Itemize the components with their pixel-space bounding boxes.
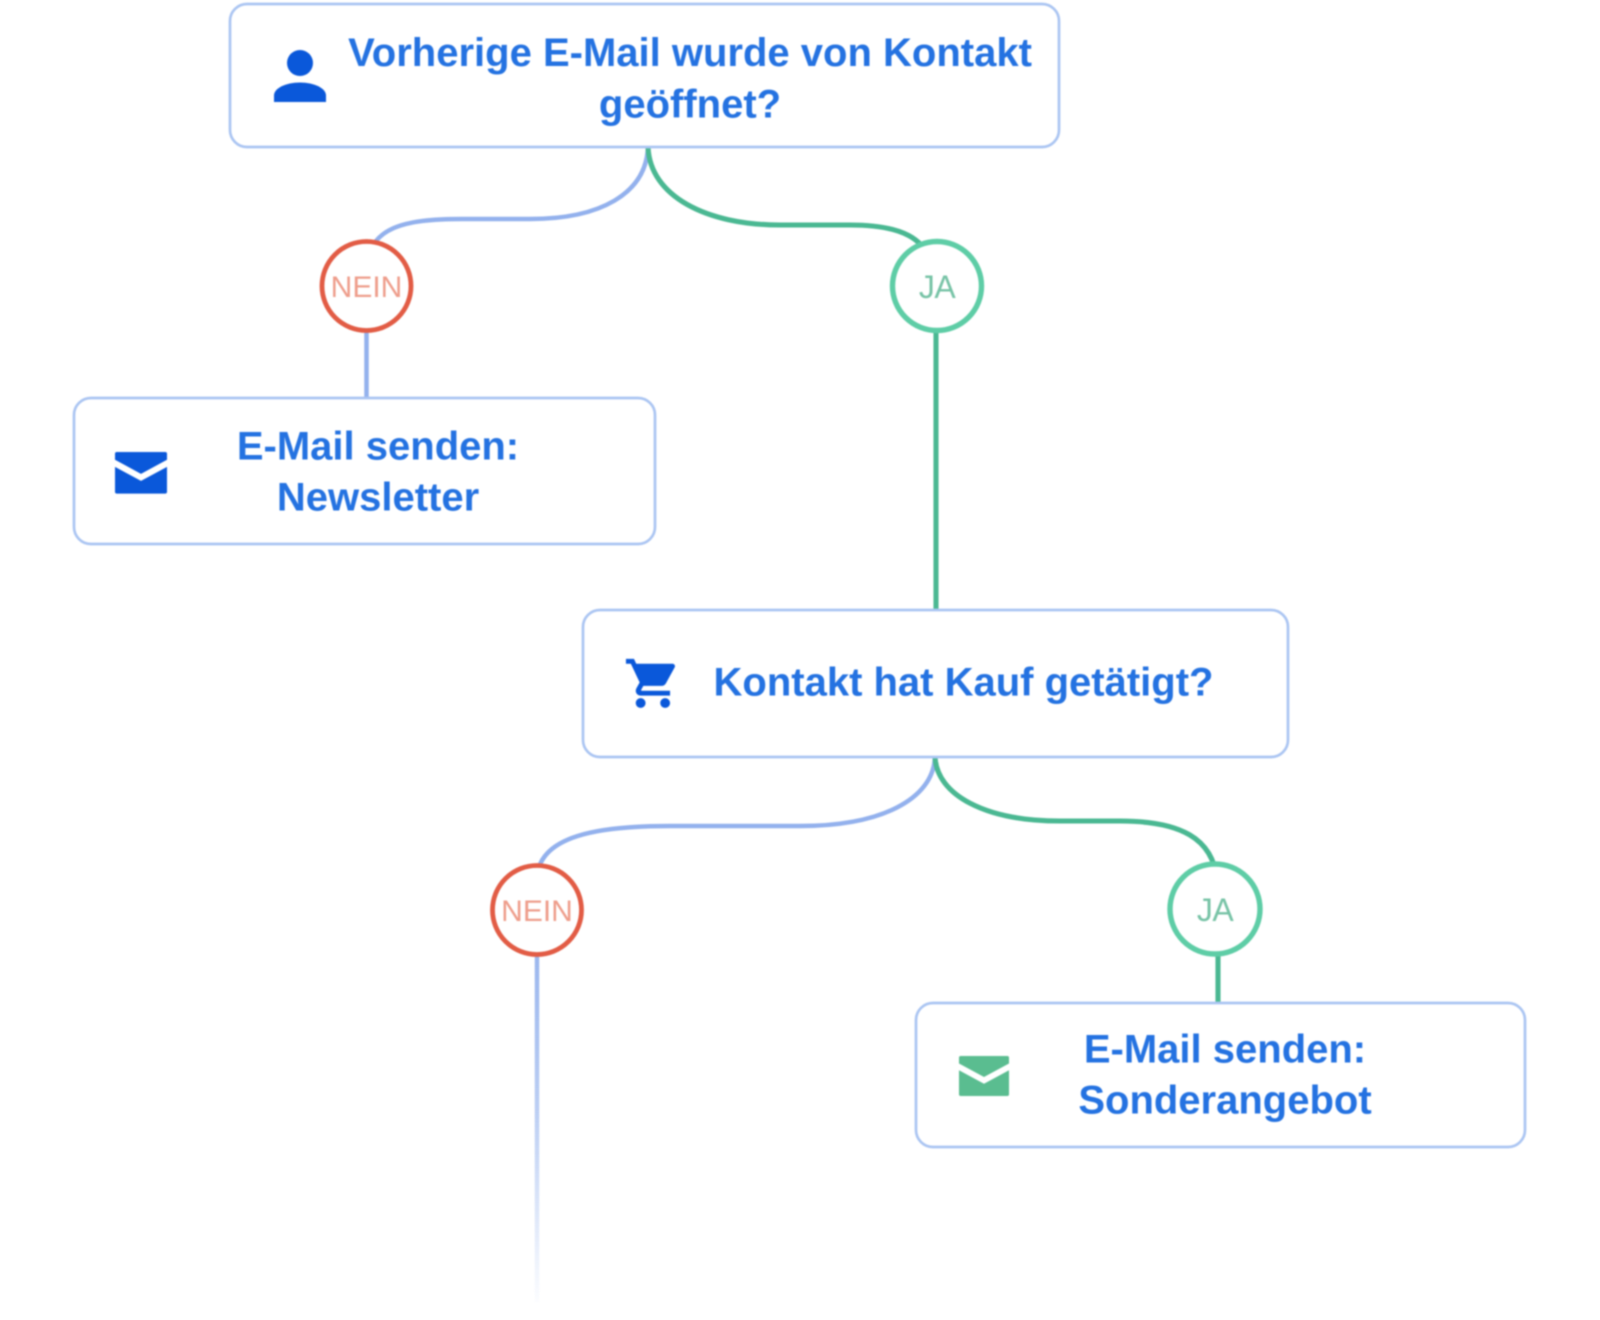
svg-text:JA: JA (919, 269, 957, 305)
svg-text:E-Mail senden:: E-Mail senden: (237, 425, 519, 469)
svg-text:Sonderangebot: Sonderangebot (1078, 1079, 1371, 1123)
svg-text:NEIN: NEIN (331, 271, 403, 304)
svg-text:JA: JA (1197, 892, 1235, 928)
svg-text:Newsletter: Newsletter (277, 476, 479, 520)
svg-text:NEIN: NEIN (501, 895, 573, 928)
svg-text:Kontakt hat Kauf getätigt?: Kontakt hat Kauf getätigt? (714, 661, 1214, 705)
svg-text:Vorherige E-Mail wurde von Kon: Vorherige E-Mail wurde von Kontakt (348, 31, 1032, 75)
svg-text:E-Mail senden:: E-Mail senden: (1084, 1028, 1366, 1072)
svg-text:geöffnet?: geöffnet? (599, 83, 781, 127)
